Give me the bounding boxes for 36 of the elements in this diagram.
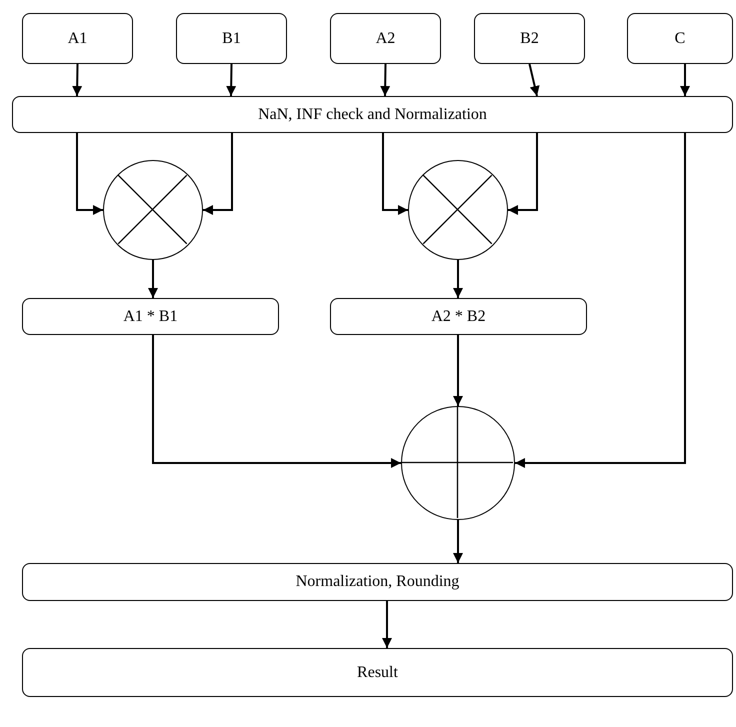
- arrow: [453, 335, 463, 406]
- box-label: A1 * B1: [123, 308, 178, 326]
- arrow: [453, 520, 463, 563]
- box-label: C: [674, 30, 686, 48]
- arrow: [382, 133, 408, 215]
- process-box: [22, 298, 279, 335]
- arrow: [72, 64, 82, 96]
- box-label: B2: [520, 30, 539, 48]
- box-label: B1: [222, 30, 241, 48]
- arrow: [76, 133, 103, 215]
- box-label: A1: [68, 30, 88, 48]
- process-box: [22, 13, 133, 64]
- box-label: A2: [376, 30, 396, 48]
- arrow: [528, 64, 540, 96]
- arrow: [453, 260, 463, 298]
- process-box: [627, 13, 733, 64]
- arrow: [382, 601, 392, 648]
- process-box: [22, 563, 733, 601]
- arrow: [380, 64, 390, 96]
- process-box: [176, 13, 287, 64]
- arrow: [226, 64, 236, 96]
- process-box: [330, 298, 587, 335]
- arrow: [508, 133, 538, 215]
- arrow: [148, 260, 158, 298]
- arrow: [152, 335, 401, 468]
- process-box: [474, 13, 585, 64]
- arrow: [680, 64, 690, 96]
- process-box: [330, 13, 441, 64]
- process-box: [22, 648, 733, 697]
- box-label: Result: [357, 664, 398, 682]
- box-label: Normalization, Rounding: [296, 573, 460, 591]
- process-box: [12, 96, 733, 133]
- arrow: [203, 133, 233, 215]
- box-label: A2 * B2: [431, 308, 486, 326]
- box-label: NaN, INF check and Normalization: [258, 106, 487, 124]
- arrow: [515, 133, 686, 468]
